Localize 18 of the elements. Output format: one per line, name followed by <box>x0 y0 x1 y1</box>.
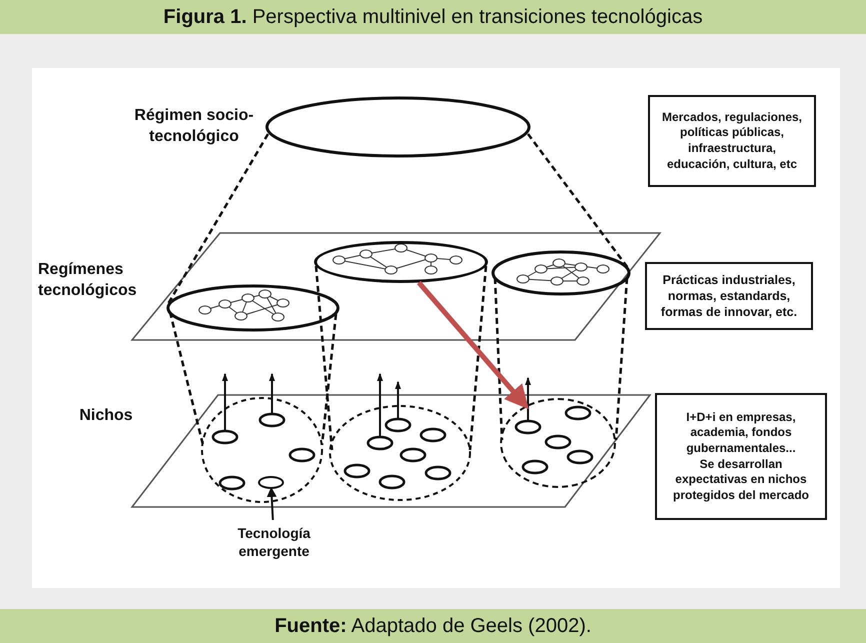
leader-arrow <box>266 487 277 520</box>
note-text: Mercados, regulaciones, políticas públicas, infraestructura, educación, cultura, etc <box>660 110 804 172</box>
niche-region <box>500 398 616 488</box>
note-box <box>645 262 813 330</box>
level-label: Régimen socio-tecnológico <box>133 106 255 147</box>
note-text: Se desarrollan expectativas en nichos protegidos del mercado <box>672 456 810 504</box>
regime-ellipse <box>314 241 488 283</box>
figure-caption: Fuente: Adaptado de Geels (2002). <box>0 609 866 643</box>
transition-arrow <box>416 280 529 410</box>
annotation-label: Tecnología emergente <box>236 524 312 560</box>
technology-ellipse <box>258 476 284 489</box>
level-label: Regímenes tecnológicos <box>38 260 138 301</box>
note-text: Prácticas industriales, normas, estandards, formas de innovar, etc. <box>660 272 798 320</box>
note-box <box>655 393 827 520</box>
figure-title: Figura 1. Perspectiva multinivel en transiciones tecnológicas <box>0 0 866 34</box>
note-text: I+D+i en empresas, academia, fondos gubernamentales... <box>685 410 797 456</box>
note-box <box>648 95 816 187</box>
level-label: Nichos <box>79 406 133 426</box>
